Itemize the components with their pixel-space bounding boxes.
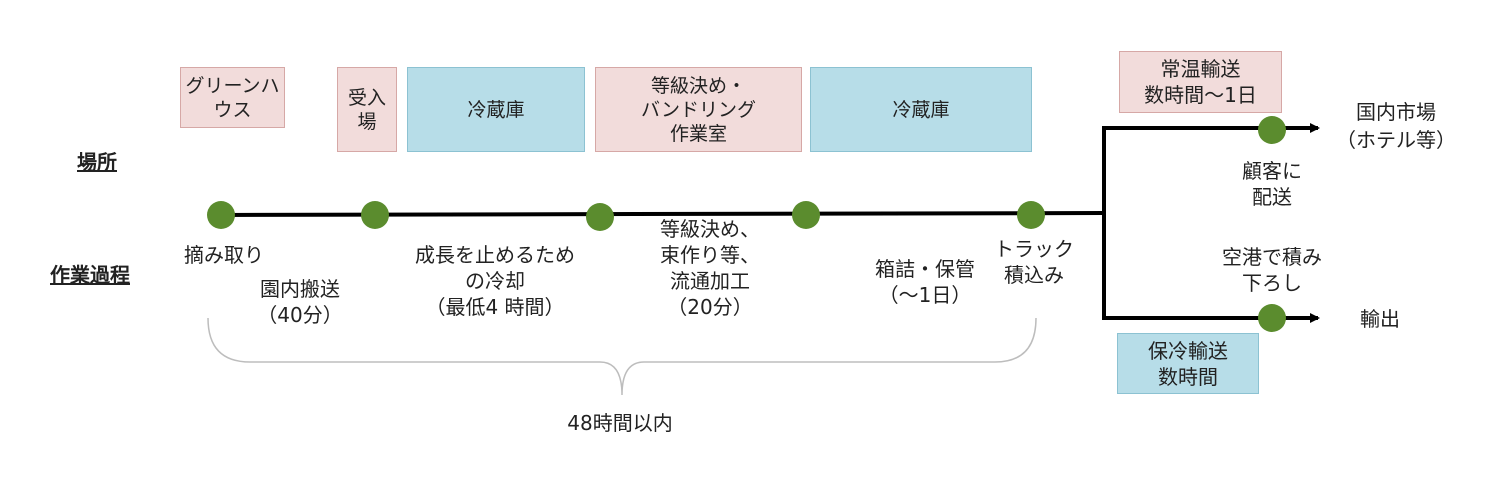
node-export	[1258, 304, 1286, 332]
total-time-label: 48時間以内	[567, 411, 673, 435]
place-cold-storage-1: 冷蔵庫	[407, 67, 585, 152]
main-timeline	[220, 211, 1105, 217]
process-row-label: 作業過程	[50, 263, 130, 287]
step-truck-loading: トラック 積込み	[994, 237, 1074, 287]
step-transport-in-farm: 園内搬送 （40分）	[257, 277, 343, 327]
place-greenhouse: グリーンハ ウス	[180, 67, 285, 128]
domestic-action: 顧客に 配送	[1242, 159, 1302, 209]
node-receiving	[361, 201, 389, 229]
domestic-destination: 国内市場 （ホテル等）	[1336, 100, 1456, 152]
export-destination: 輸出	[1360, 307, 1400, 331]
export-action: 空港で積み 下ろし	[1222, 245, 1322, 295]
transport-ambient: 常温輸送 数時間〜1日	[1119, 51, 1282, 113]
place-grading-room: 等級決め・ バンドリング 作業室	[595, 67, 802, 152]
step-cooling: 成長を止めるため の冷却 （最低4 時間）	[415, 243, 575, 319]
place-cold-storage-2: 冷蔵庫	[810, 67, 1032, 152]
node-loading	[1017, 201, 1045, 229]
transport-refrigerated: 保冷輸送 数時間	[1117, 333, 1259, 394]
node-cooling	[586, 203, 614, 231]
place-row-label: 場所	[77, 150, 117, 174]
step-harvest: 摘み取り	[184, 243, 264, 267]
node-harvest	[207, 201, 235, 229]
time-brace	[207, 317, 1037, 396]
node-domestic	[1258, 116, 1286, 144]
place-receiving: 受入 場	[337, 67, 397, 152]
step-packing-storage: 箱詰・保管 （〜1日）	[875, 257, 975, 307]
node-grading	[792, 201, 820, 229]
step-grading: 等級決め、 束作り等、 流通加工 （20分）	[660, 217, 760, 319]
